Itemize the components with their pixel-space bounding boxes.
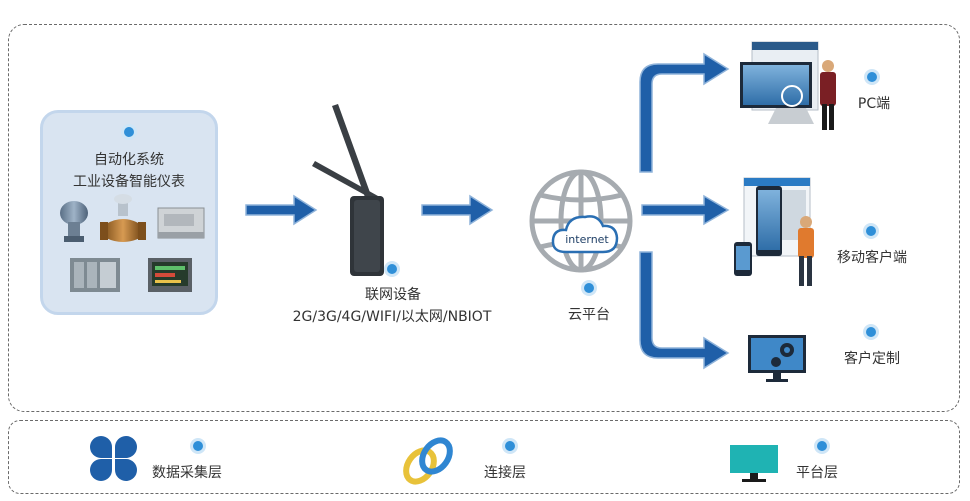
gateway-marker-dot bbox=[387, 264, 397, 274]
pc-client-label: PC端 bbox=[857, 96, 891, 112]
legend-connection-dot bbox=[505, 441, 515, 451]
legend-collection-label: 数据采集层 bbox=[152, 465, 222, 481]
branch-arrow-pc bbox=[639, 52, 730, 173]
cloud-platform-label: 云平台 bbox=[568, 307, 610, 323]
legend-connection-label: 连接层 bbox=[484, 465, 526, 481]
source-title-line2: 工业设备智能仪表 bbox=[73, 174, 185, 190]
branch-arrow-mobile bbox=[641, 194, 730, 226]
legend-collection-dot bbox=[193, 441, 203, 451]
cloud-internet-text: internet bbox=[565, 233, 609, 246]
custom-marker-dot bbox=[866, 327, 876, 337]
pc-dashboard-illustration bbox=[740, 41, 819, 124]
source-marker-dot bbox=[124, 127, 134, 137]
custom-solution-label: 客户定制 bbox=[844, 351, 900, 367]
router-device-icon bbox=[312, 104, 384, 276]
source-title-line1: 自动化系统 bbox=[94, 152, 164, 168]
cloud-marker-dot bbox=[584, 283, 594, 293]
pc-marker-dot bbox=[867, 72, 877, 82]
businessman-figure bbox=[820, 60, 836, 130]
pressure-transmitter-icon bbox=[60, 201, 88, 242]
user-figure bbox=[798, 216, 814, 286]
branch-arrow-custom bbox=[639, 251, 730, 370]
chain-link-icon bbox=[403, 437, 453, 485]
four-leaf-icon bbox=[90, 436, 137, 481]
mobile-app-illustration bbox=[734, 177, 811, 276]
cabinet-icon bbox=[70, 258, 120, 292]
legend-platform-dot bbox=[817, 441, 827, 451]
hmi-panel-icon bbox=[148, 258, 192, 292]
custom-monitor-gears-icon bbox=[748, 335, 806, 382]
legend-frame bbox=[8, 420, 960, 494]
monitor-icon bbox=[730, 445, 778, 482]
diagram-frame bbox=[8, 24, 960, 412]
flow-arrow-1 bbox=[245, 194, 318, 226]
legend-platform-label: 平台层 bbox=[796, 465, 838, 481]
flow-arrow-2 bbox=[421, 194, 494, 226]
gateway-protocols: 2G/3G/4G/WIFI/以太网/NBIOT bbox=[292, 309, 492, 325]
gateway-title: 联网设备 bbox=[365, 287, 421, 303]
cloud-icon bbox=[551, 215, 619, 254]
flowmeter-icon bbox=[100, 194, 146, 242]
control-box-icon bbox=[157, 207, 205, 239]
mobile-marker-dot bbox=[866, 226, 876, 236]
mobile-client-label: 移动客户端 bbox=[837, 250, 907, 266]
